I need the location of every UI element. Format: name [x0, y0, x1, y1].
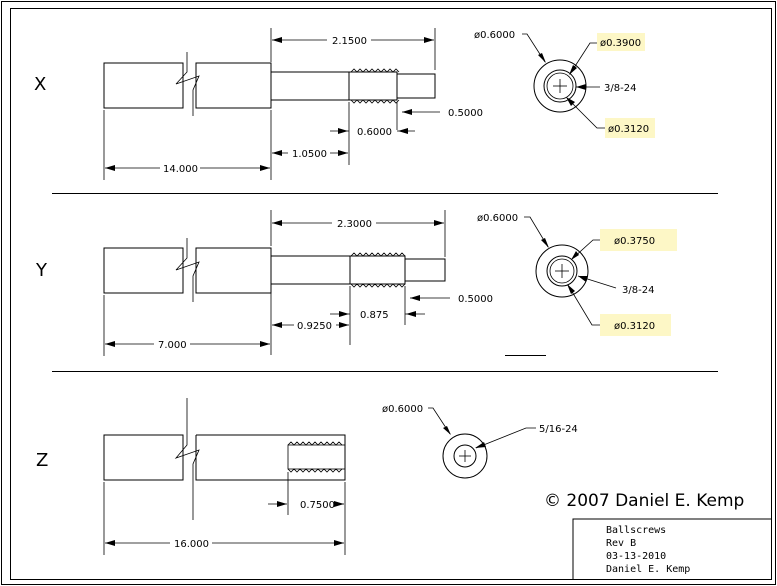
section-z-outer: ø0.6000 [382, 404, 423, 415]
dim-z-thread: 0.7500 [300, 500, 335, 511]
dim-y-shank: 2.3000 [337, 219, 372, 230]
row-label-y: Y [35, 260, 48, 281]
title-block-title: Ballscrews [606, 525, 666, 536]
row-label-x: X [34, 74, 46, 95]
section-x-major: ø0.3900 [600, 38, 641, 49]
row-label-z: Z [36, 450, 48, 471]
row-y: Y 2.3000 0.5000 0.875 [35, 210, 677, 356]
copyright-notice: © 2007 Daniel E. Kemp [544, 491, 744, 511]
section-y-outer: ø0.6000 [477, 213, 518, 224]
section-z: ø0.6000 5/16-24 [382, 404, 578, 479]
thread-z [287, 441, 343, 473]
dim-x-shank: 2.1500 [332, 36, 367, 47]
dim-x-tip: 0.5000 [448, 108, 483, 119]
dim-x-step: 1.0500 [292, 149, 327, 160]
section-x-outer: ø0.6000 [474, 30, 515, 41]
section-x-thread: 3/8-24 [604, 83, 636, 94]
title-block: Ballscrews Rev B 03-13-2010 Daniel E. Ke… [572, 518, 771, 579]
section-y: ø0.6000 ø0.3750 3/8-24 ø0.3120 [477, 213, 677, 336]
thread-x [350, 68, 400, 104]
part-x-profile [103, 52, 436, 116]
dim-x-overall: 14.000 [163, 164, 198, 175]
thread-y [350, 252, 406, 288]
dim-y-step: 0.9250 [297, 321, 332, 332]
row-x: X 2.1500 0.5000 0.6000 [34, 28, 655, 180]
dim-x-thread: 0.6000 [357, 127, 392, 138]
section-x-minor: ø0.3120 [608, 124, 649, 135]
title-block-author: Daniel E. Kemp [606, 564, 690, 575]
dim-z-overall: 16.000 [174, 539, 209, 550]
dim-y-thread: 0.875 [360, 310, 389, 321]
drawing-frame [10, 8, 772, 580]
part-y-profile [103, 238, 446, 302]
section-y-minor: ø0.3120 [614, 321, 655, 332]
section-z-thread: 5/16-24 [539, 424, 578, 435]
dim-y-tip: 0.5000 [458, 294, 493, 305]
part-z-profile [103, 398, 346, 520]
title-block-date: 03-13-2010 [606, 551, 666, 562]
dim-y-overall: 7.000 [158, 340, 187, 351]
title-block-revision: Rev B [606, 538, 636, 549]
section-y-major: ø0.3750 [614, 236, 655, 247]
section-x: ø0.6000 ø0.3900 3/8-24 ø0.3120 [474, 30, 655, 138]
section-y-thread: 3/8-24 [622, 285, 654, 296]
row-z: Z 0.7500 16.000 ø0.6 [36, 398, 578, 555]
